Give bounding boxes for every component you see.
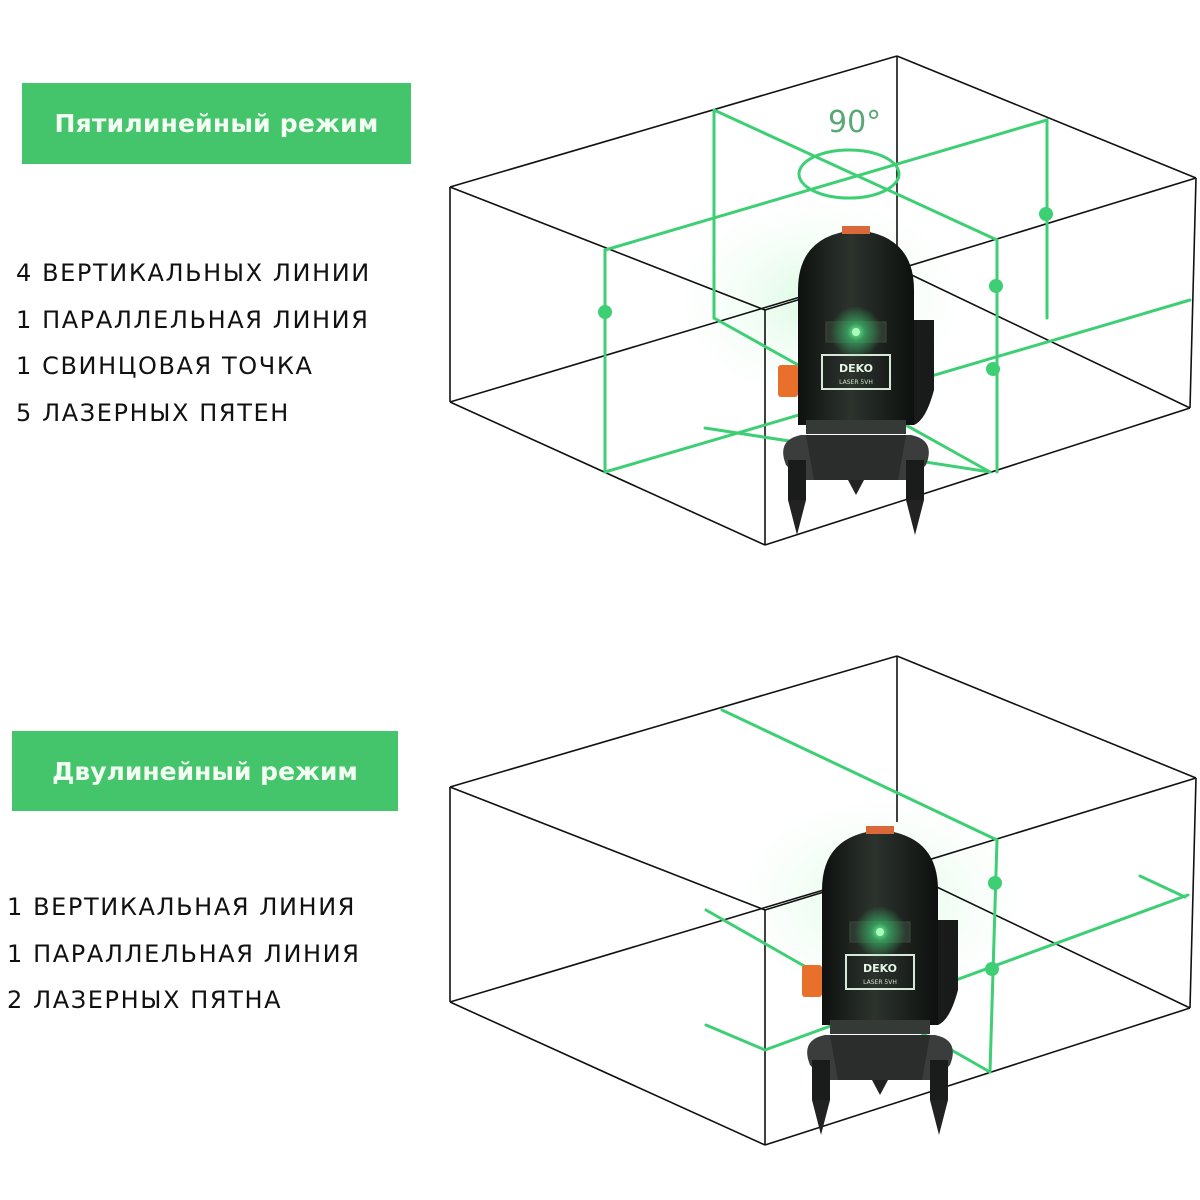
feature-item: 4 ВЕРТИКАЛЬНЫХ ЛИНИИ bbox=[16, 259, 371, 287]
feature-item: 1 ПАРАЛЛЕЛЬНАЯ ЛИНИЯ bbox=[16, 305, 370, 334]
five-line-mode-title: Пятилинейный режим bbox=[54, 109, 379, 138]
feature-item: 2 ЛАЗЕРНЫХ ПЯТНА bbox=[7, 986, 283, 1014]
two-line-mode-title: Двулинейный режим bbox=[52, 756, 358, 786]
five-line-feature-list: 4 ВЕРТИКАЛЬНЫХ ЛИНИИ 1 ПАРАЛЛЕЛЬНАЯ ЛИНИ… bbox=[16, 250, 371, 436]
two-line-mode-badge: Двулинейный режим bbox=[12, 731, 398, 811]
feature-item: 1 СВИНЦОВАЯ ТОЧКА bbox=[16, 352, 314, 380]
two-line-diagram bbox=[449, 655, 1197, 1146]
five-line-diagram bbox=[449, 55, 1197, 546]
feature-item: 5 ЛАЗЕРНЫХ ПЯТЕН bbox=[16, 398, 290, 427]
feature-item: 1 ПАРАЛЛЕЛЬНАЯ ЛИНИЯ bbox=[7, 939, 361, 968]
feature-item: 1 ВЕРТИКАЛЬНАЯ ЛИНИЯ bbox=[7, 893, 357, 921]
angle-label: 90° bbox=[828, 105, 882, 140]
two-line-feature-list: 1 ВЕРТИКАЛЬНАЯ ЛИНИЯ 1 ПАРАЛЛЕЛЬНАЯ ЛИНИ… bbox=[7, 884, 360, 1024]
five-line-mode-badge: Пятилинейный режим bbox=[22, 83, 411, 164]
